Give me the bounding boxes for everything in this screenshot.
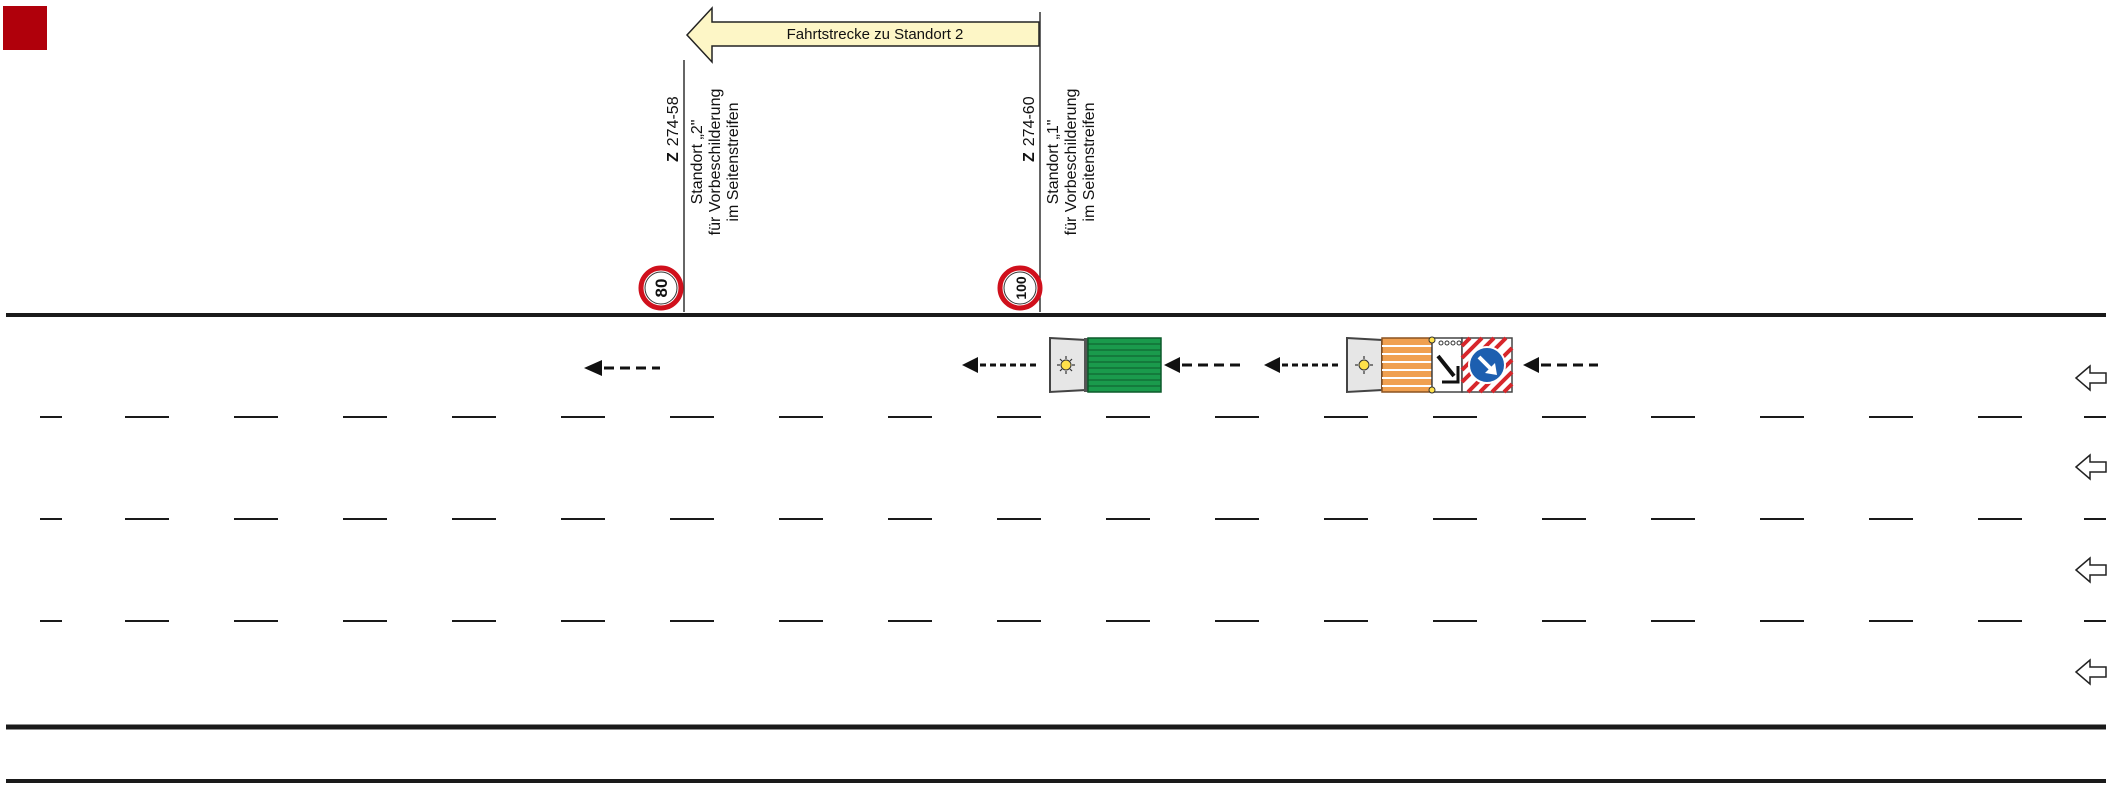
lane-direction-arrow-icon xyxy=(2074,453,2107,481)
movement-arrow-icon xyxy=(1264,357,1340,373)
location-note3-standort-2: im Seitenstreifen xyxy=(725,102,742,221)
arrow-board-icon xyxy=(1431,337,1463,393)
location-note-standort-2: Standort „2" xyxy=(689,120,706,205)
location-line2: für Vorbeschilderung xyxy=(707,89,724,236)
location-note2-standort-1: für Vorbeschilderung xyxy=(1063,89,1080,236)
location-note2-standort-2: für Vorbeschilderung xyxy=(707,89,724,236)
location-line1: Standort „1" xyxy=(1045,120,1062,205)
warning-light-icon xyxy=(1057,356,1075,374)
lane-direction-arrow-icon xyxy=(2074,364,2107,392)
lane-direction-arrow-icon xyxy=(2074,658,2107,686)
location-note3-standort-1: im Seitenstreifen xyxy=(1081,102,1098,221)
speed-limit-value: 80 xyxy=(652,279,671,298)
movement-arrow-icon xyxy=(1523,357,1598,373)
svg-text:Z274-60: Z 274-60 xyxy=(1021,96,1038,162)
location-line1: Standort „2" xyxy=(689,120,706,205)
location-line2: für Vorbeschilderung xyxy=(1063,89,1080,236)
movement-arrows xyxy=(584,357,1598,376)
location-label-standort-1: Z 274-60 xyxy=(1021,96,1038,162)
location-note-standort-1: Standort „1" xyxy=(1045,120,1062,205)
safety-trailer xyxy=(1346,336,1514,394)
warning-light-icon xyxy=(1355,356,1373,374)
keep-right-sign-icon xyxy=(1468,346,1506,384)
route-arrow-shape xyxy=(685,6,1040,64)
movement-arrow-icon xyxy=(1164,357,1240,373)
speed-limit-sign-100: 100 xyxy=(997,265,1043,311)
kilometer-prefix: Z xyxy=(665,152,682,162)
speed-limit-sign-80: 80 xyxy=(638,265,684,311)
lane-direction-arrow-icon xyxy=(2074,556,2107,584)
movement-arrow-icon xyxy=(584,360,660,376)
route-arrow: Fahrtstrecke zu Standort 2 xyxy=(685,6,1040,64)
location-line3: im Seitenstreifen xyxy=(1081,102,1098,221)
speed-limit-value: 100 xyxy=(1013,276,1029,300)
truck xyxy=(1049,336,1162,394)
kilometer-value: 274-60 xyxy=(1021,96,1038,146)
kilometer-prefix: Z xyxy=(1021,152,1038,162)
corner-marker xyxy=(3,6,47,50)
lane-direction-arrows xyxy=(2074,364,2107,686)
truck-cargo xyxy=(1087,337,1162,393)
location-line3: im Seitenstreifen xyxy=(725,102,742,221)
route-arrow-label: Fahrtstrecke zu Standort 2 xyxy=(787,26,964,43)
svg-text:Z274-58: Z 274-58 xyxy=(665,96,682,162)
lane-markings xyxy=(40,416,2106,622)
location-label-standort-2: Z 274-58 xyxy=(665,96,682,162)
movement-arrow-icon xyxy=(962,357,1040,373)
kilometer-value: 274-58 xyxy=(665,96,682,146)
